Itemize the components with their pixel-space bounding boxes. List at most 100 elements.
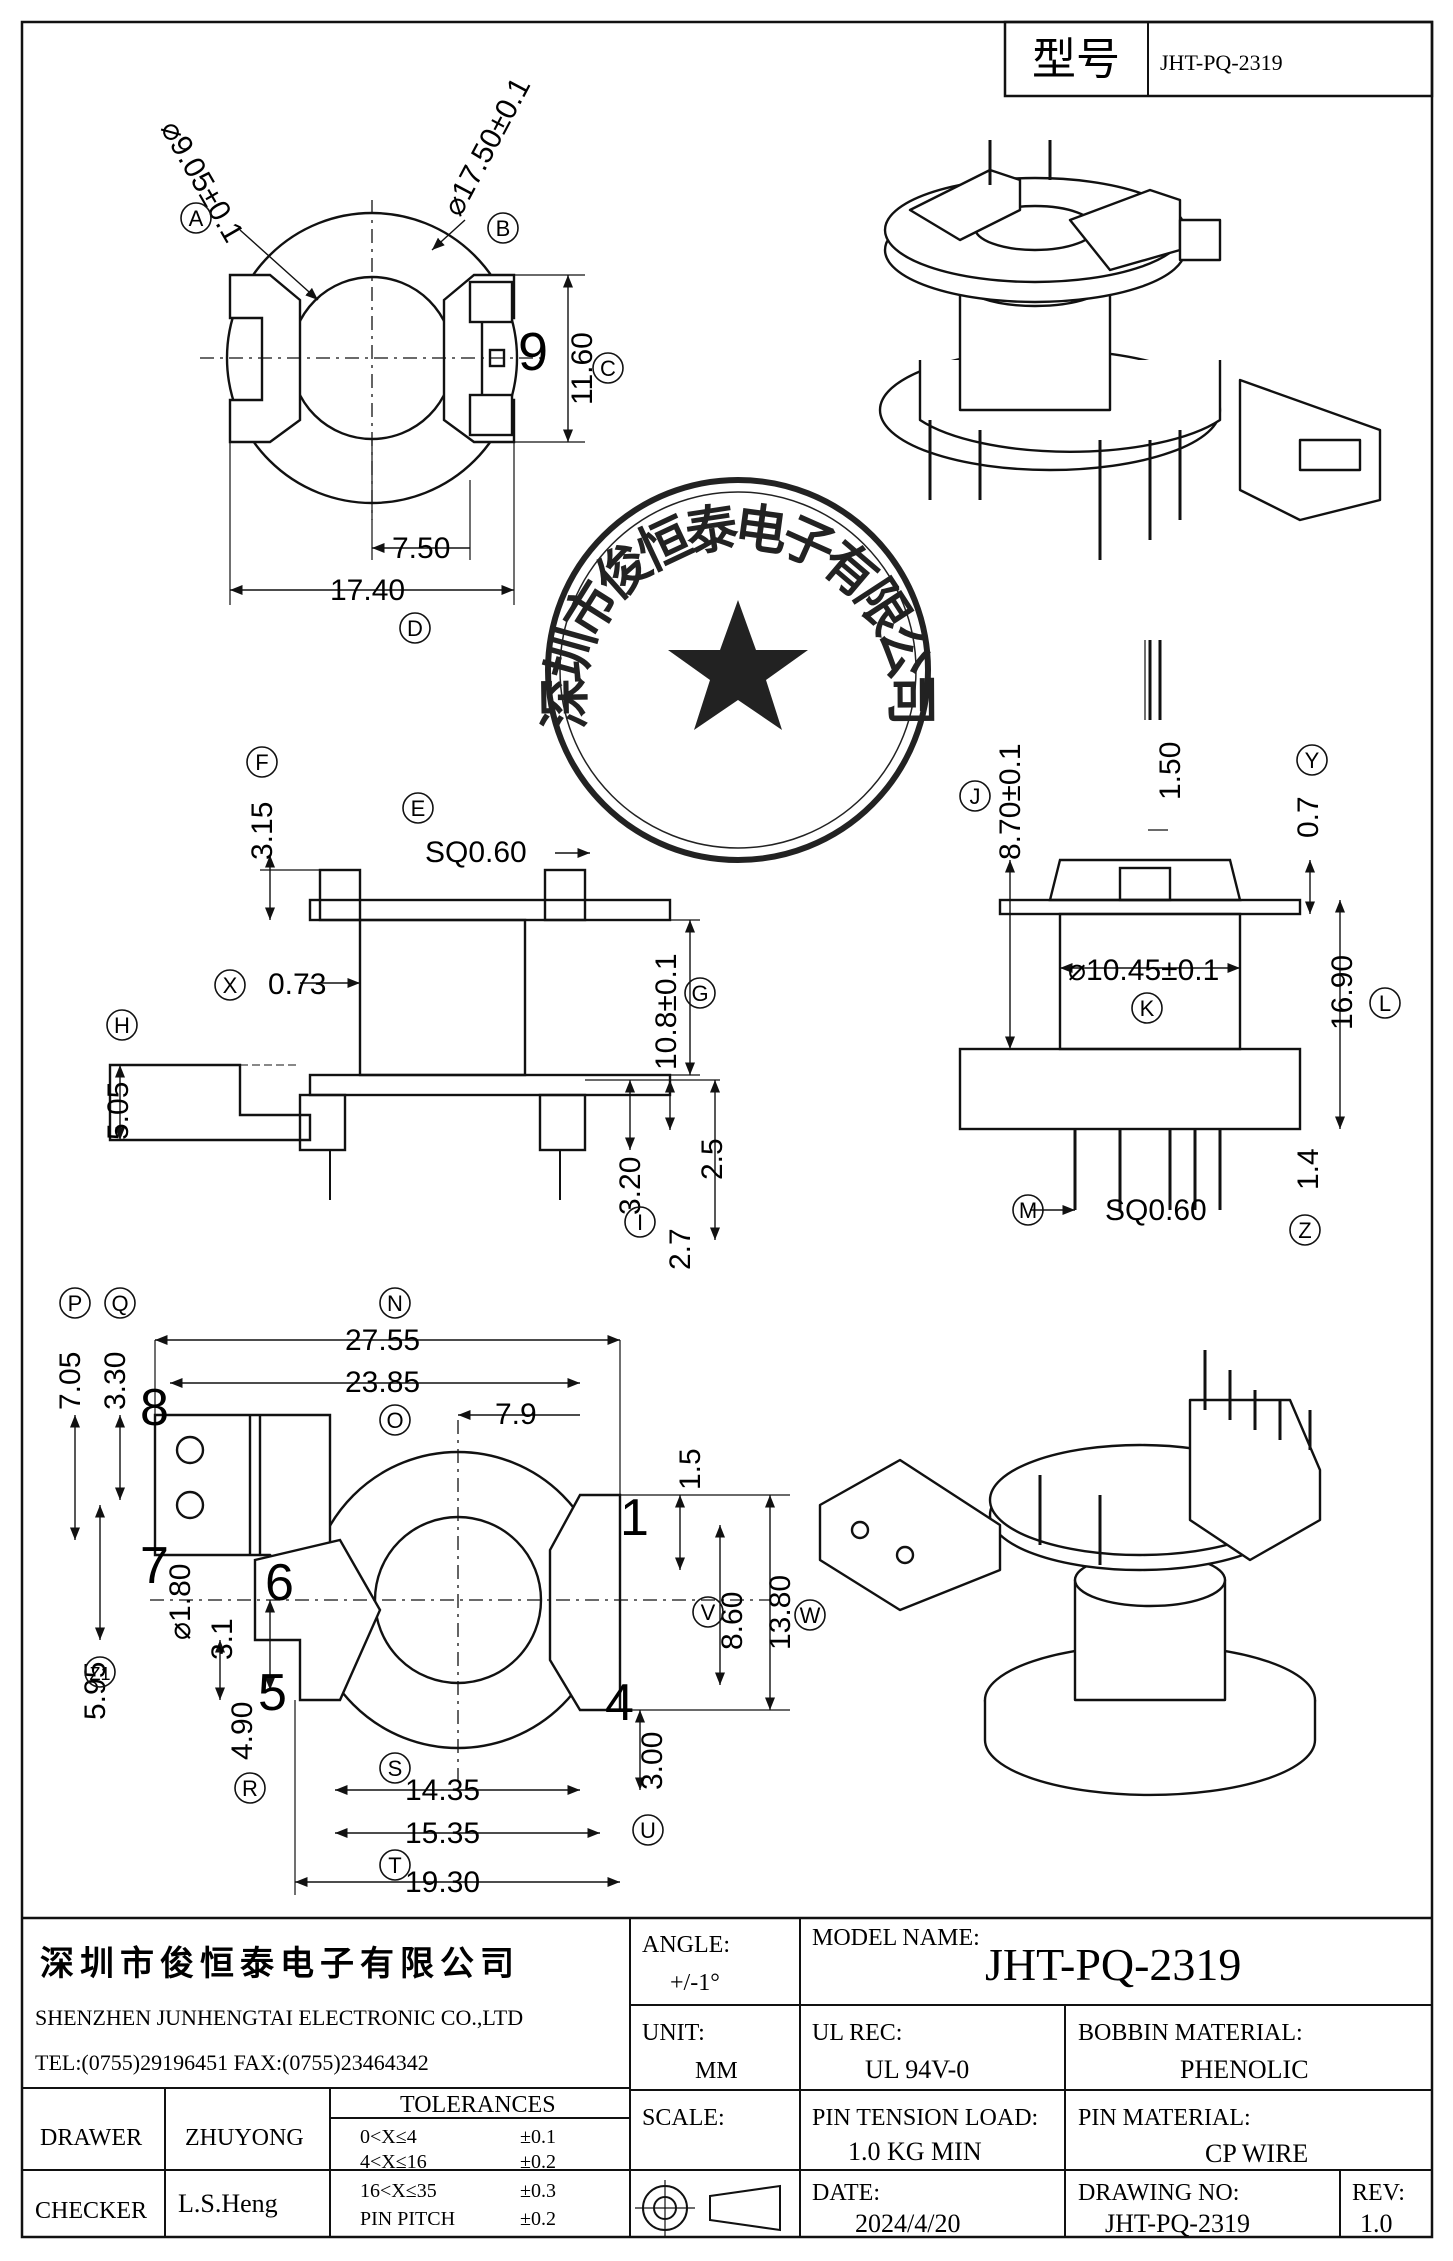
- bottom-dim-1930: 19.30: [405, 1866, 480, 1899]
- tb-drawer-value: ZHUYONG: [185, 2125, 304, 2151]
- company-seal: 深圳市俊恒泰电子有限公司: [536, 477, 940, 863]
- pin-number-4: 4: [605, 1674, 634, 1732]
- tb-model-name-label: MODEL NAME:: [812, 1925, 980, 1951]
- tb-bobbin-label: BOBBIN MATERIAL:: [1078, 2020, 1303, 2046]
- tb-tol-range-3: PIN PITCH: [360, 2208, 455, 2230]
- callout-n: N: [387, 1291, 403, 1316]
- pin-number-7: 7: [140, 1537, 169, 1595]
- bottom-dim-31: 3.1: [206, 1618, 239, 1660]
- header-model-value: JHT-PQ-2319: [1160, 50, 1283, 75]
- tb-contact: TEL:(0755)29196451 FAX:(0755)23464342: [35, 2050, 429, 2075]
- callout-j: J: [970, 784, 981, 809]
- tb-tol-value-2: ±0.3: [520, 2180, 556, 2202]
- callout-e: E: [411, 796, 426, 821]
- callout-s: S: [388, 1756, 403, 1781]
- callout-r: R: [242, 1776, 258, 1801]
- tb-drawing-no-value: JHT-PQ-2319: [1105, 2209, 1250, 2238]
- callout-g: G: [691, 981, 708, 1006]
- tb-bobbin-value: PHENOLIC: [1180, 2055, 1309, 2084]
- top-dim-outer-dia: ⌀17.50±0.1: [437, 72, 537, 221]
- bottom-dim-490: 4.90: [226, 1702, 259, 1760]
- tb-company-en: SHENZHEN JUNHENGTAI ELECTRONIC CO.,LTD: [35, 2005, 523, 2030]
- front-view-callouts: F E X G H I: [106, 746, 716, 1238]
- tb-tolerances-label: TOLERANCES: [400, 2092, 556, 2118]
- tb-unit-value: MM: [695, 2058, 738, 2084]
- callout-a: A: [189, 206, 204, 231]
- bottom-view-pin-numbers: 8 7 6 5 1 4: [140, 1379, 649, 1732]
- bottom-dim-705: 7.05: [54, 1352, 87, 1410]
- tb-date-value: 2024/4/20: [855, 2209, 960, 2238]
- callout-u: U: [640, 1818, 656, 1843]
- tb-tol-range-1: 4<X≤16: [360, 2151, 427, 2173]
- callout-q: Q: [111, 1291, 128, 1316]
- tb-angle-label: ANGLE:: [642, 1932, 730, 1958]
- callout-w: W: [800, 1603, 821, 1628]
- front-dim-top-flange: 3.15: [246, 802, 279, 860]
- callout-z1: Z1: [89, 1664, 110, 1684]
- side-dim-total-h: 8.70±0.1: [994, 743, 1027, 860]
- callout-t: T: [388, 1853, 401, 1878]
- tb-drawer-label: DRAWER: [40, 2125, 142, 2151]
- callout-v: V: [701, 1600, 716, 1625]
- callout-h: H: [114, 1013, 130, 1038]
- bottom-dim-pin-off: 7.9: [495, 1398, 537, 1431]
- tb-pin-material-value: CP WIRE: [1205, 2139, 1308, 2168]
- tb-pin-tension-value: 1.0 KG MIN: [848, 2137, 982, 2166]
- bottom-dim-180: ⌀1.80: [164, 1564, 197, 1640]
- callout-b: B: [496, 216, 511, 241]
- front-dim-pin-sq: SQ0.60: [425, 836, 527, 869]
- tb-pin-tension-label: PIN TENSION LOAD:: [812, 2105, 1038, 2131]
- top-dim-width: 17.40: [330, 574, 405, 607]
- front-dim-wall: 0.73: [268, 968, 326, 1001]
- callout-p: P: [68, 1291, 83, 1316]
- callout-y: Y: [1305, 748, 1320, 773]
- bottom-dim-300: 3.00: [636, 1732, 669, 1790]
- bottom-view-labels: 27.55 23.85 7.9 7.05 3.30 5.95 ⌀1.80 3.1…: [54, 1324, 797, 1899]
- side-dim-pin-sq: SQ0.60: [1105, 1194, 1207, 1227]
- callout-l: L: [1379, 991, 1391, 1016]
- title-block-grid: [22, 1916, 1432, 2237]
- callout-f: F: [255, 750, 268, 775]
- tb-pin-material-label: PIN MATERIAL:: [1078, 2105, 1251, 2131]
- callout-d: D: [407, 616, 423, 641]
- top-dim-pin-offset: 7.50: [392, 532, 450, 565]
- callout-k: K: [1140, 996, 1155, 1021]
- callout-m: M: [1019, 1198, 1037, 1223]
- tb-tol-value-1: ±0.2: [520, 2151, 556, 2173]
- front-dim-base-h: 5.05: [102, 1082, 135, 1140]
- callout-x: X: [223, 973, 238, 998]
- front-dim-pin-len: 3.20: [614, 1157, 647, 1215]
- drawing-frame: [20, 20, 1434, 2239]
- tb-unit-label: UNIT:: [642, 2020, 705, 2046]
- seal-star-icon: [668, 600, 808, 730]
- tb-ul-value: UL 94V-0: [865, 2055, 969, 2084]
- bottom-dim-1380: 13.80: [764, 1575, 797, 1650]
- side-dim-overall: 16.90: [1326, 955, 1359, 1030]
- top-view-labels: ⌀9.05±0.1 ⌀17.50±0.1 11.60 9 7.50 17.40: [154, 72, 599, 607]
- tb-rev-label: REV:: [1352, 2180, 1405, 2206]
- tb-model-name: JHT-PQ-2319: [985, 1939, 1241, 1990]
- bottom-dim-1435: 14.35: [405, 1774, 480, 1807]
- callout-o: O: [386, 1408, 403, 1433]
- side-dim-slot: 1.50: [1154, 742, 1187, 800]
- bottom-view-callouts: P Q N O Z1 R S T U V W: [59, 1287, 826, 1881]
- bottom-dim-overall-w: 27.55: [345, 1324, 420, 1357]
- pin-number-6: 6: [265, 1554, 294, 1612]
- top-view-callouts: A B C D: [180, 202, 624, 644]
- front-dim-pin-2-5: 2.5: [696, 1138, 729, 1180]
- front-view: [108, 847, 721, 1240]
- iso-view-bottom: [818, 1350, 1322, 1797]
- side-dim-pin-step: 1.4: [1292, 1148, 1325, 1190]
- projection-symbol-icon: [635, 2180, 781, 2236]
- bottom-dim-1535: 15.35: [405, 1817, 480, 1850]
- tb-angle-value: +/-1°: [670, 1970, 720, 1996]
- side-view-labels: 8.70±0.1 1.50 0.7 ⌀10.45±0.1 16.90 1.4 S…: [994, 742, 1359, 1227]
- tb-tol-value-3: ±0.2: [520, 2208, 556, 2230]
- tb-checker-label: CHECKER: [35, 2198, 147, 2224]
- bottom-dim-inner-w: 23.85: [345, 1366, 420, 1399]
- bottom-dim-330: 3.30: [99, 1352, 132, 1410]
- side-view-callouts: J Y K L M Z: [959, 744, 1401, 1246]
- bottom-dim-15: 1.5: [674, 1448, 707, 1490]
- tb-tol-value-0: ±0.1: [520, 2126, 556, 2148]
